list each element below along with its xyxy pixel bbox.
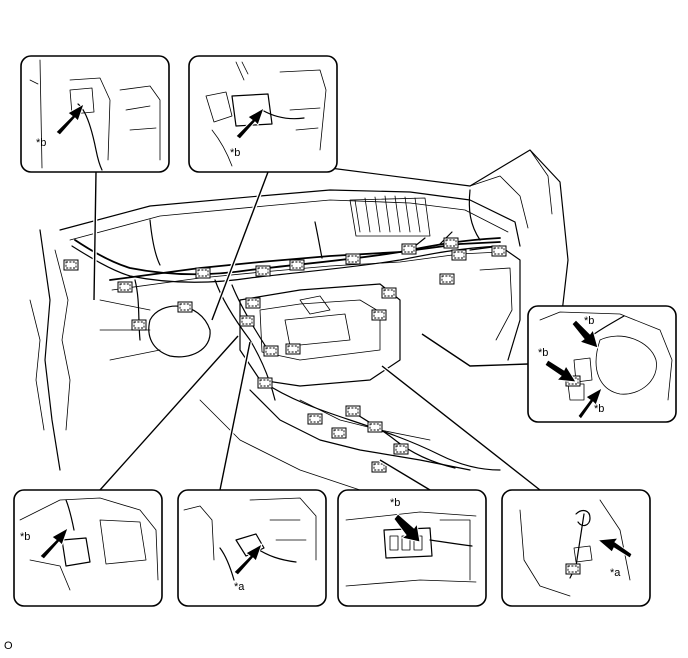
arrow-icon bbox=[571, 319, 599, 349]
defroster-vents bbox=[349, 195, 431, 237]
inset-right: *b *b *b bbox=[527, 305, 677, 423]
inset-bottom-left: *b bbox=[13, 489, 163, 607]
callout-b: *b bbox=[230, 147, 240, 159]
leader-lines bbox=[92, 171, 542, 492]
arrow-icon bbox=[39, 526, 69, 560]
inset-bottom-center-right: *b bbox=[337, 489, 487, 607]
arrow-icon bbox=[233, 542, 263, 576]
callout-a: *a bbox=[610, 567, 621, 579]
arrow-icon bbox=[577, 386, 603, 420]
harness-clamps bbox=[63, 237, 507, 473]
callout-b: *b bbox=[36, 137, 46, 149]
callout-b: *b bbox=[538, 347, 548, 359]
inset-bottom-right: *a bbox=[501, 489, 651, 607]
callout-b: *b bbox=[594, 403, 604, 415]
arrow-icon bbox=[596, 537, 633, 559]
inset-top-center: *b bbox=[188, 55, 338, 173]
arrow-icon bbox=[393, 513, 421, 543]
arrow-icon bbox=[544, 359, 577, 383]
callout-b: *b bbox=[390, 497, 400, 509]
callout-a: *a bbox=[234, 581, 245, 593]
callout-b: *b bbox=[584, 315, 594, 327]
callout-b: *b bbox=[20, 531, 30, 543]
figure-id: O bbox=[4, 640, 13, 652]
arrow-icon bbox=[55, 102, 85, 136]
inset-bottom-center-left: *a bbox=[177, 489, 327, 607]
arrow-icon bbox=[235, 106, 265, 140]
inset-top-left: *b bbox=[20, 55, 170, 173]
